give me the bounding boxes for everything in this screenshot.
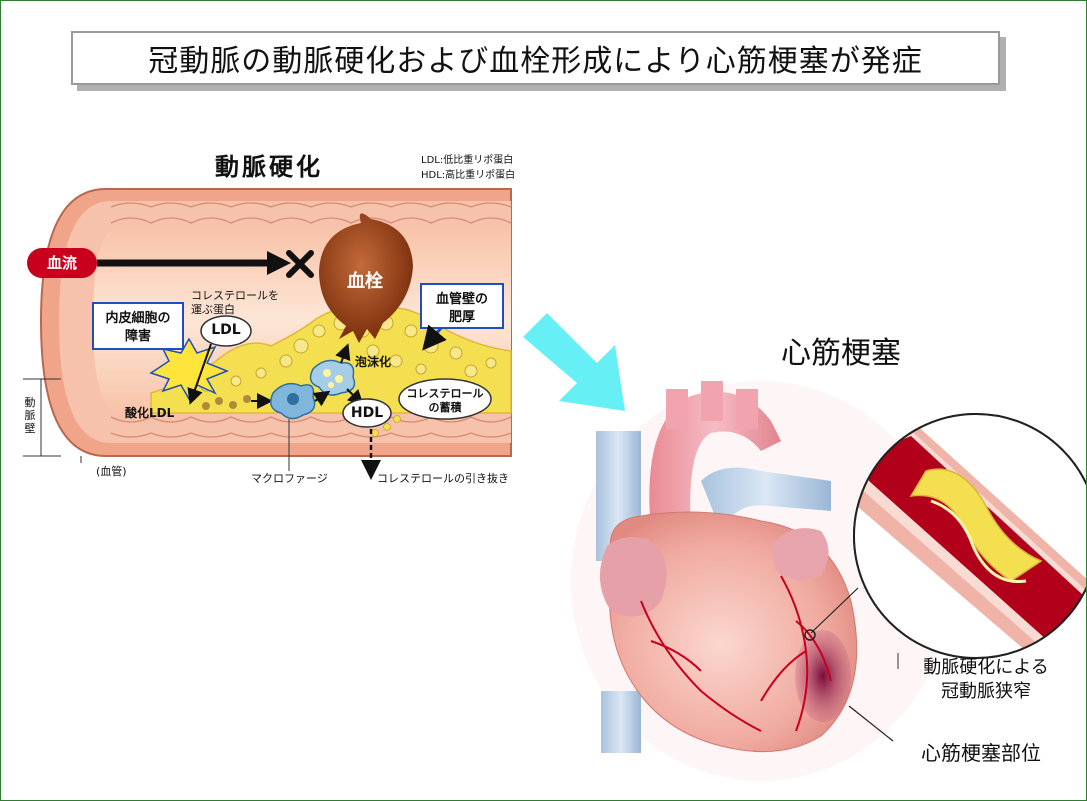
cholesterol-removal-label: コレステロールの引き抜き — [377, 470, 509, 486]
carrier-protein-label-2: 運ぶ蛋白 — [191, 301, 235, 317]
foam-cells-label: 泡沫化 — [355, 353, 391, 370]
legend-ldl: LDL:低比重リポ蛋白 — [421, 151, 513, 166]
thrombus-label: 血栓 — [335, 267, 395, 293]
artery-heading: 動脈硬化 — [199, 147, 339, 182]
cholesterol-accum-label-2: の蓄積 — [399, 399, 491, 415]
transition-arrow — [523, 313, 625, 411]
blood-flow-label: 血流 — [27, 252, 97, 273]
infarct-site-label: 心筋梗塞部位 — [901, 737, 1061, 766]
oxidized-ldl-label: 酸化LDL — [125, 404, 174, 421]
stenosis-label-2: 冠動脈狭窄 — [906, 677, 1066, 703]
wall-thickening-label-2: 肥厚 — [421, 306, 503, 325]
vessel-label: (血管) — [96, 463, 127, 479]
endothelial-damage-label-1: 内皮細胞の — [93, 307, 183, 326]
legend-hdl: HDL:高比重リポ蛋白 — [421, 166, 515, 181]
macrophage-label: マクロファージ — [251, 470, 328, 486]
heart-heading: 心筋梗塞 — [781, 328, 901, 372]
endothelial-damage-label-2: 障害 — [93, 325, 183, 344]
wall-thickening-label-1: 血管壁の — [421, 288, 503, 307]
stenosis-label-1: 動脈硬化による — [906, 653, 1066, 679]
vessel-wall-label: 動脈壁 — [23, 396, 37, 435]
hdl-label: HDL — [343, 405, 391, 421]
ldl-label: LDL — [201, 322, 251, 338]
